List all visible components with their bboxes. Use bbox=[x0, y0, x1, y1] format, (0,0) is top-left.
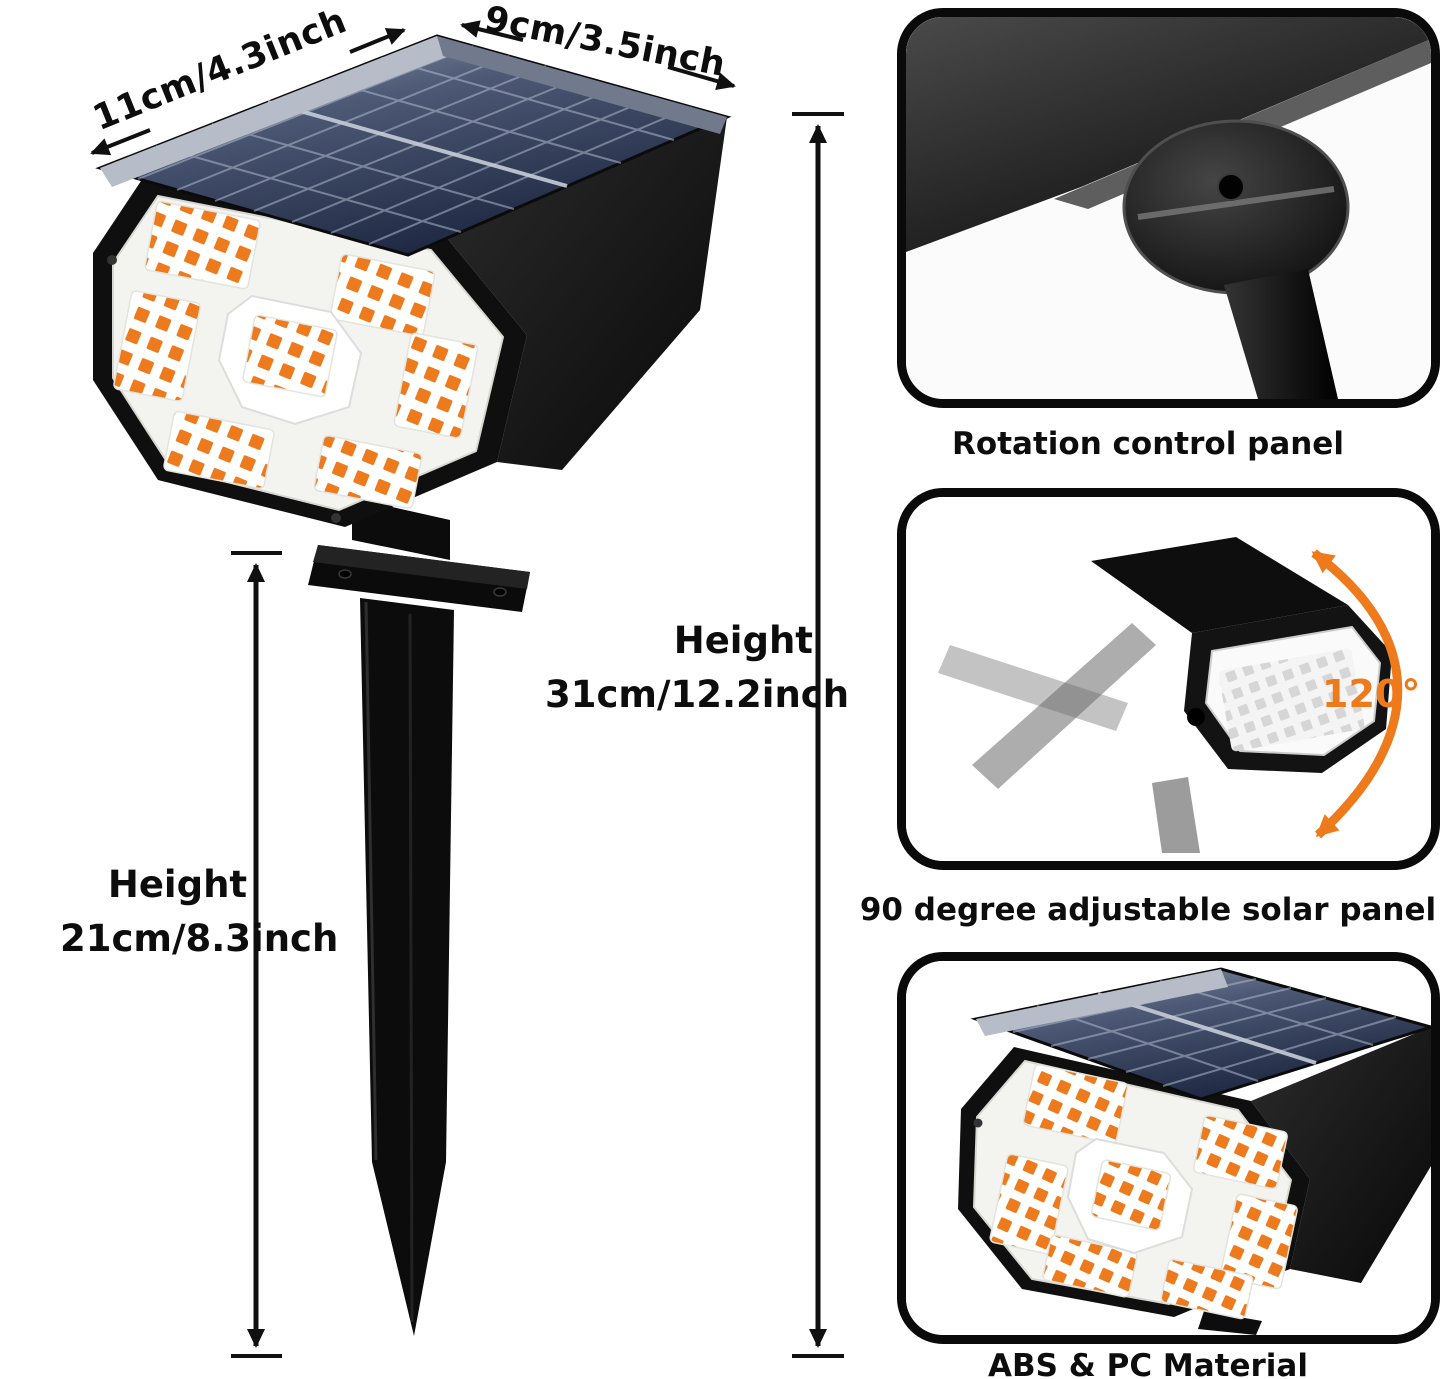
closeup-body bbox=[1251, 1027, 1431, 1283]
rotation-joint-illustration bbox=[906, 17, 1431, 399]
stake-height-label: Height 21cm/8.3inch bbox=[60, 858, 339, 965]
dimension-lines bbox=[90, 20, 844, 1358]
total-height-value: 31cm/12.2inch bbox=[545, 672, 850, 716]
closeup-solar-panel bbox=[970, 967, 1431, 1101]
material-closeup-illustration bbox=[906, 961, 1431, 1335]
rotation-panel-image bbox=[897, 8, 1440, 408]
adjustable-panel-image: 120° bbox=[897, 488, 1440, 870]
mount-pole bbox=[1224, 269, 1338, 399]
total-height-label: Height 31cm/12.2inch bbox=[545, 614, 850, 721]
spotlight-illustration bbox=[90, 20, 844, 1358]
stake-height-word: Height bbox=[107, 863, 248, 906]
lamp-body bbox=[447, 117, 727, 470]
closeup-led-face bbox=[958, 1047, 1310, 1320]
rotation-panel-caption: Rotation control panel bbox=[952, 426, 1344, 462]
adjustable-panel-caption: 90 degree adjustable solar panel bbox=[859, 892, 1437, 928]
rotation-angle-arrow: 120° bbox=[1311, 549, 1420, 839]
ghost-panel-positions bbox=[938, 623, 1200, 853]
material-panel-image bbox=[897, 952, 1440, 1344]
total-height-word: Height bbox=[673, 619, 813, 662]
led-face bbox=[93, 178, 527, 527]
solar-panel bbox=[95, 34, 732, 257]
adjustable-panel-illustration: 120° bbox=[906, 497, 1431, 861]
closeup-stake-stub bbox=[1198, 1311, 1262, 1335]
rotation-cylinder bbox=[1122, 119, 1350, 295]
ground-stake bbox=[360, 598, 454, 1336]
material-panel-caption: ABS & PC Material bbox=[988, 1348, 1308, 1379]
angle-label: 120° bbox=[1322, 672, 1420, 716]
stake-height-value: 21cm/8.3inch bbox=[60, 916, 339, 960]
spotlight-head bbox=[1091, 537, 1392, 773]
